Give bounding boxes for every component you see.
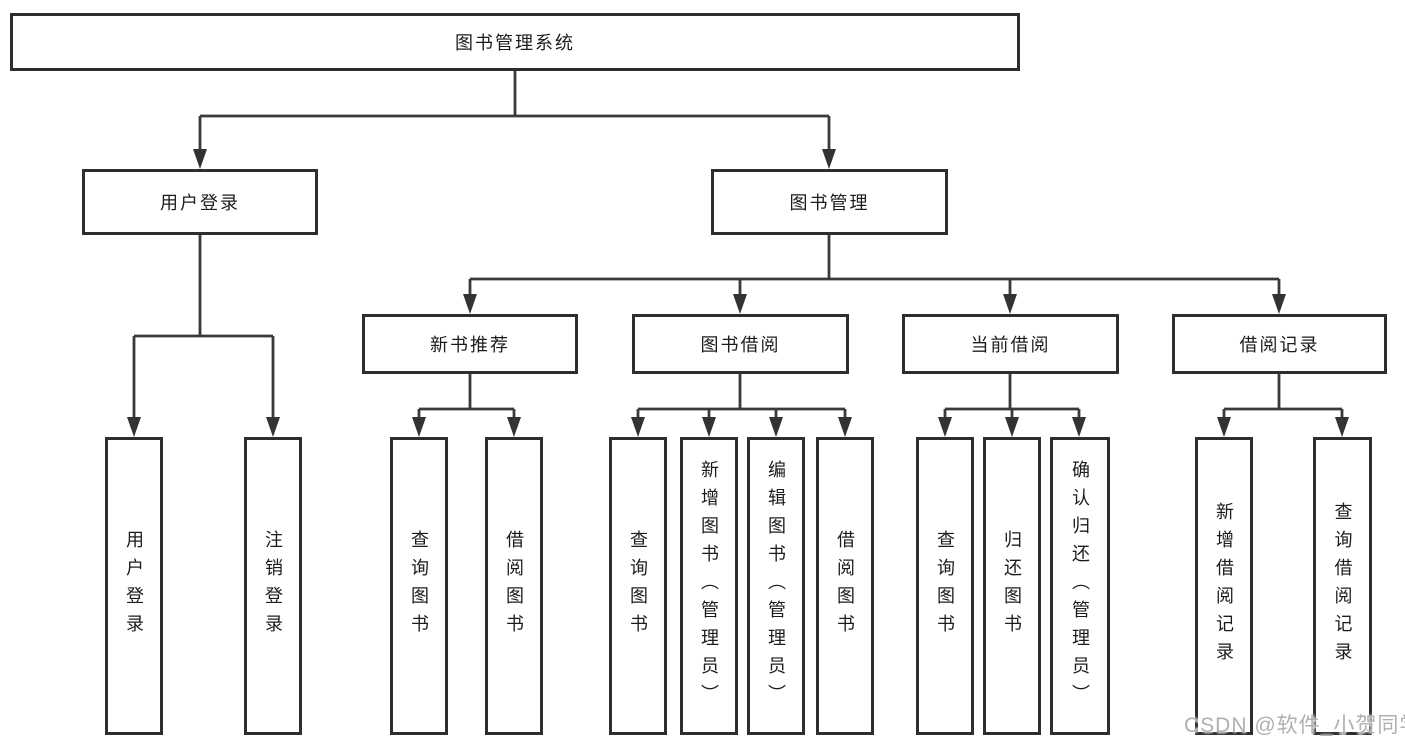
node-new-book-recommend: 新书推荐 bbox=[362, 314, 578, 374]
leaf-label: 用户登录 bbox=[124, 530, 144, 642]
leaf-label: 借阅图书 bbox=[504, 530, 524, 642]
leaf-query-books-2: 查询图书 bbox=[609, 437, 667, 735]
leaf-label: 查询图书 bbox=[409, 530, 429, 642]
leaf-query-books-3: 查询图书 bbox=[916, 437, 974, 735]
leaf-confirm-return-admin: 确认归还（管理员） bbox=[1050, 437, 1110, 735]
leaf-label: 查询图书 bbox=[628, 530, 648, 642]
csdn-watermark: CSDN @软件_小贺同学 bbox=[1184, 714, 1405, 737]
node-book-borrow: 图书借阅 bbox=[632, 314, 849, 374]
leaf-query-books-1: 查询图书 bbox=[390, 437, 448, 735]
leaf-label: 查询借阅记录 bbox=[1332, 502, 1353, 670]
leaf-label: 编辑图书（管理员） bbox=[766, 460, 786, 712]
leaf-edit-books-admin: 编辑图书（管理员） bbox=[747, 437, 805, 735]
leaf-add-books-admin: 新增图书（管理员） bbox=[680, 437, 738, 735]
leaf-label: 归还图书 bbox=[1002, 530, 1022, 642]
arrowheads bbox=[127, 149, 1349, 437]
node-user-login: 用户登录 bbox=[82, 169, 318, 235]
leaf-query-borrow-record: 查询借阅记录 bbox=[1313, 437, 1372, 735]
leaf-label: 借阅图书 bbox=[835, 530, 855, 642]
node-book-management: 图书管理 bbox=[711, 169, 948, 235]
leaf-logout: 注销登录 bbox=[244, 437, 302, 735]
leaf-user-login: 用户登录 bbox=[105, 437, 163, 735]
leaf-label: 注销登录 bbox=[263, 530, 283, 642]
leaf-label: 新增借阅记录 bbox=[1214, 502, 1234, 670]
leaf-return-books: 归还图书 bbox=[983, 437, 1041, 735]
leaf-label: 新增图书（管理员） bbox=[699, 460, 719, 712]
leaf-borrow-books-1: 借阅图书 bbox=[485, 437, 543, 735]
node-borrow-records: 借阅记录 bbox=[1172, 314, 1387, 374]
leaf-label: 确认归还（管理员） bbox=[1070, 460, 1090, 712]
leaf-label: 查询图书 bbox=[935, 530, 955, 642]
node-current-borrow: 当前借阅 bbox=[902, 314, 1119, 374]
node-system-root: 图书管理系统 bbox=[10, 13, 1020, 71]
leaf-add-borrow-record: 新增借阅记录 bbox=[1195, 437, 1253, 735]
leaf-borrow-books-2: 借阅图书 bbox=[816, 437, 874, 735]
